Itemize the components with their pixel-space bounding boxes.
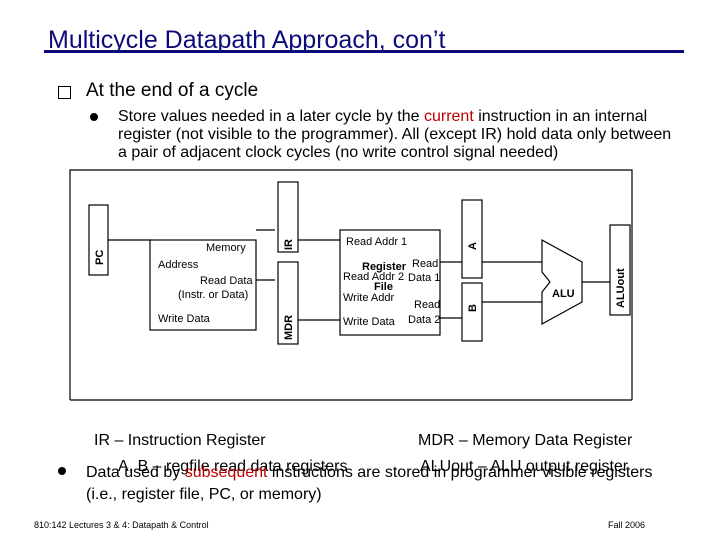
- regfile-register-title: Register: [362, 261, 407, 273]
- dot-bullet-icon: [90, 113, 98, 121]
- square-bullet-icon: [58, 86, 71, 99]
- footer-course: 810:142 Lectures 3 & 4: Datapath & Contr…: [34, 520, 209, 530]
- bullet-end-of-cycle: At the end of a cycle: [86, 80, 259, 101]
- a-label: A: [467, 242, 479, 250]
- bullet-store-values-after: instruction in an internal register (not…: [118, 108, 672, 161]
- regfile-read-addr-1: Read Addr 1: [346, 236, 407, 248]
- memory-title: Memory: [206, 242, 246, 254]
- regfile-read-data-1-line1: Read: [412, 258, 438, 270]
- register-file: [339, 229, 441, 336]
- memory-read-data-note: (Instr. or Data): [178, 289, 248, 301]
- ir-register: [277, 181, 299, 253]
- legend-ab: A, B – regfile read data registers: [118, 458, 348, 475]
- memory-read-data-port: Read Data: [200, 275, 253, 287]
- ir-label: IR: [283, 239, 295, 250]
- alu-label: ALU: [552, 288, 575, 300]
- slide-title: Multicycle Datapath Approach, con’t: [48, 26, 446, 54]
- legend-mdr: MDR – Memory Data Register: [418, 432, 633, 449]
- b-register: [461, 282, 483, 342]
- a-register: [461, 199, 483, 279]
- pc-register: [88, 204, 109, 276]
- aluout-register: [609, 224, 631, 316]
- highlight-subsequent: subsequent: [184, 464, 268, 481]
- legend-ir: IR – Instruction Register: [94, 432, 266, 449]
- b-label: B: [467, 304, 479, 312]
- regfile-write-data: Write Data: [343, 316, 396, 328]
- regfile-read-data-2-line1: Read: [414, 299, 440, 311]
- memory-unit: [149, 239, 257, 331]
- highlight-current: current: [423, 108, 474, 125]
- legend-aluout: ALUout – ALU output register: [420, 458, 629, 475]
- feedback-wire-top: [69, 169, 633, 400]
- aluout-label: ALUout: [615, 268, 627, 308]
- regfile-read-addr-2: Read Addr 2: [343, 271, 404, 283]
- regfile-read-data-2-line2: Data 2: [408, 314, 440, 326]
- regfile-file-title: File: [374, 281, 393, 293]
- memory-address-port: Address: [158, 259, 199, 271]
- bullet-data-used-after: instructions are stored in programmer vi…: [86, 464, 653, 503]
- title-rule: [44, 50, 684, 53]
- footer-term: Fall 2006: [608, 520, 646, 530]
- mdr-label: MDR: [283, 315, 295, 340]
- memory-write-data-port: Write Data: [158, 313, 211, 325]
- bullet-data-used-before: Data used by: [86, 464, 185, 481]
- dot-bullet-icon: [58, 467, 66, 475]
- regfile-read-data-1-line2: Data 1: [408, 272, 440, 284]
- bullet-store-values-before: Store values needed in a later cycle by …: [118, 108, 424, 125]
- bullet-data-used: Data used by subsequent instructions are…: [86, 462, 686, 506]
- bullet-store-values: Store values needed in a later cycle by …: [118, 108, 683, 162]
- alu-unit: [541, 238, 583, 326]
- pc-label: PC: [94, 250, 106, 265]
- regfile-write-addr: Write Addr: [343, 292, 394, 304]
- mdr-register: [277, 261, 299, 345]
